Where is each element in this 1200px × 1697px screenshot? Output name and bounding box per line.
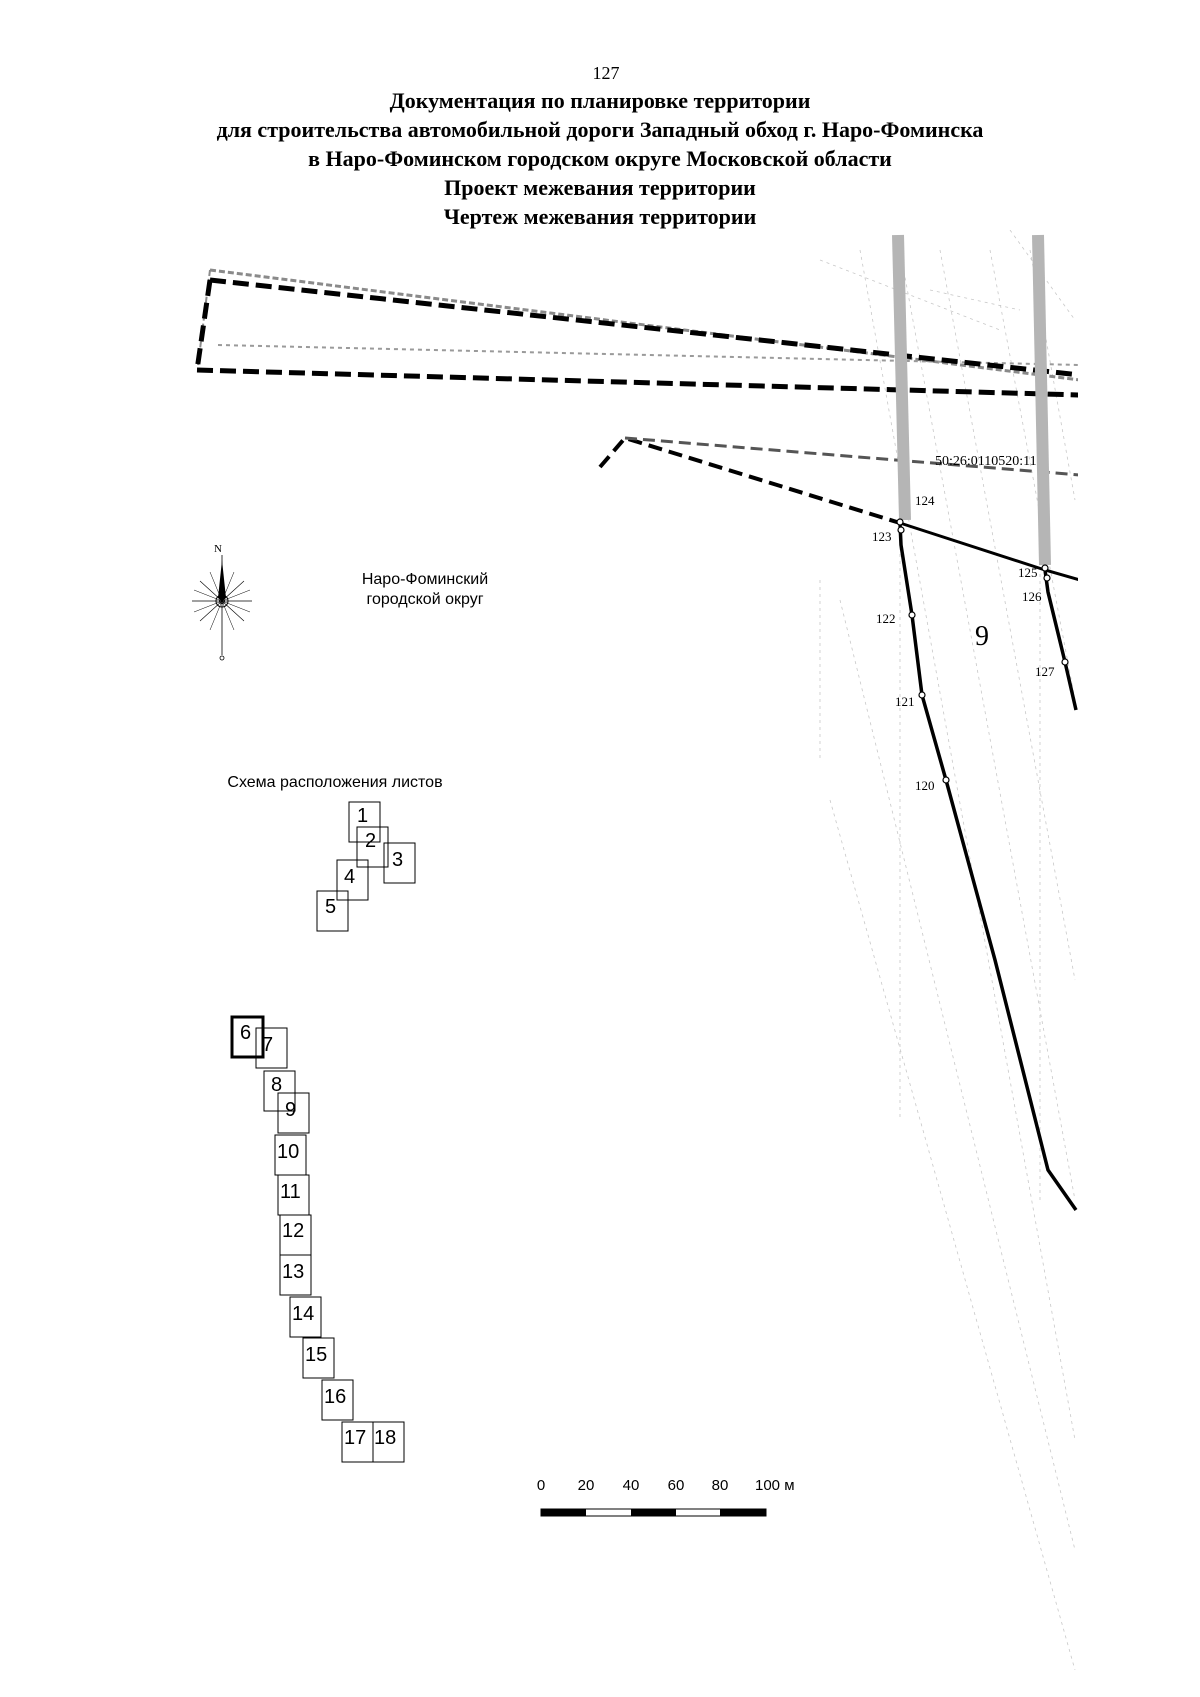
sheet-label-10: 10	[277, 1141, 299, 1163]
parcel-boundary-dashed	[598, 435, 901, 525]
sheet-label-6: 6	[240, 1022, 251, 1044]
point-label-125: 125	[1018, 565, 1038, 580]
parcel-9-top-boundary	[899, 521, 1078, 581]
road-corridor-left	[892, 234, 911, 521]
planning-boundary	[209, 277, 1078, 378]
sheet-scheme-title: Схема расположения листов	[227, 774, 442, 791]
point-marker-126	[1043, 574, 1051, 582]
compass-rose-icon: N	[192, 543, 252, 661]
point-marker-124	[896, 518, 904, 526]
parcel-9-left-boundary	[898, 522, 1078, 1212]
title-line-3: в Наро-Фоминском городском округе Москов…	[308, 146, 892, 171]
title-line-2: для строительства автомобильной дороги З…	[216, 117, 984, 142]
district-label-line2: городской округ	[366, 591, 483, 608]
district-label-line1: Наро-Фоминский	[362, 571, 488, 588]
scale-tick-20: 20	[578, 1477, 595, 1494]
sheet-scheme	[230, 801, 416, 1463]
sheet-label-1: 1	[357, 805, 368, 827]
sheet-label-18: 18	[374, 1427, 396, 1449]
point-marker-127	[1061, 658, 1069, 666]
cadastral-number-label: 50:26:0110520:11	[935, 454, 1037, 469]
point-marker-120	[942, 776, 950, 784]
scale-tick-100: 100 м	[755, 1477, 795, 1494]
point-label-124: 124	[915, 493, 935, 508]
sheet-label-17: 17	[344, 1427, 366, 1449]
map-content	[194, 230, 1078, 1670]
parcel-9-right-boundary	[1043, 569, 1078, 711]
point-label-120: 120	[915, 778, 935, 793]
point-label-123: 123	[872, 529, 892, 544]
sheet-label-8: 8	[271, 1074, 282, 1096]
scale-tick-40: 40	[623, 1477, 640, 1494]
point-label-122: 122	[876, 611, 896, 626]
point-marker-125	[1041, 564, 1049, 572]
sheet-label-13: 13	[282, 1261, 304, 1283]
point-label-126: 126	[1022, 589, 1042, 604]
point-marker-123	[897, 526, 905, 534]
title-line-5: Чертеж межевания территории	[443, 204, 757, 229]
compass-north-label: N	[214, 543, 222, 555]
sheet-label-9: 9	[285, 1099, 296, 1121]
title-line-4: Проект межевания территории	[444, 175, 756, 200]
sheet-label-11: 11	[280, 1181, 301, 1203]
point-label-121: 121	[895, 694, 915, 709]
point-marker-121	[918, 691, 926, 699]
sheet-label-14: 14	[292, 1303, 314, 1325]
scale-tick-60: 60	[668, 1477, 685, 1494]
point-marker-122	[908, 611, 916, 619]
page-number: 127	[592, 63, 620, 83]
sheet-scheme-labels: 1 2 3 4 5 6 7 8 9 10 11 12 13 14 15 16 1…	[240, 805, 403, 1449]
parcel-number-label: 9	[975, 621, 989, 652]
sheet-label-4: 4	[344, 866, 355, 888]
sheet-label-5: 5	[325, 896, 336, 918]
sheet-label-15: 15	[305, 1344, 327, 1366]
outer-boundary-line	[209, 268, 1078, 382]
sheet-label-7: 7	[262, 1034, 273, 1056]
background-hatching	[819, 230, 1076, 1670]
sheet-label-2: 2	[365, 830, 376, 852]
sheet-label-3: 3	[392, 849, 403, 871]
title-line-1: Документация по планировке территории	[389, 88, 811, 113]
scale-bar: 0 20 40 60 80 100 м	[537, 1477, 795, 1517]
document-header: 127 Документация по планировке территори…	[0, 62, 1200, 231]
scale-tick-80: 80	[712, 1477, 729, 1494]
road-corridor-right	[1032, 234, 1051, 566]
sheet-label-12: 12	[282, 1220, 304, 1242]
point-label-127: 127	[1035, 664, 1055, 679]
sheet-label-16: 16	[324, 1386, 346, 1408]
boundary-points	[896, 518, 1069, 784]
scale-tick-0: 0	[537, 1477, 545, 1494]
